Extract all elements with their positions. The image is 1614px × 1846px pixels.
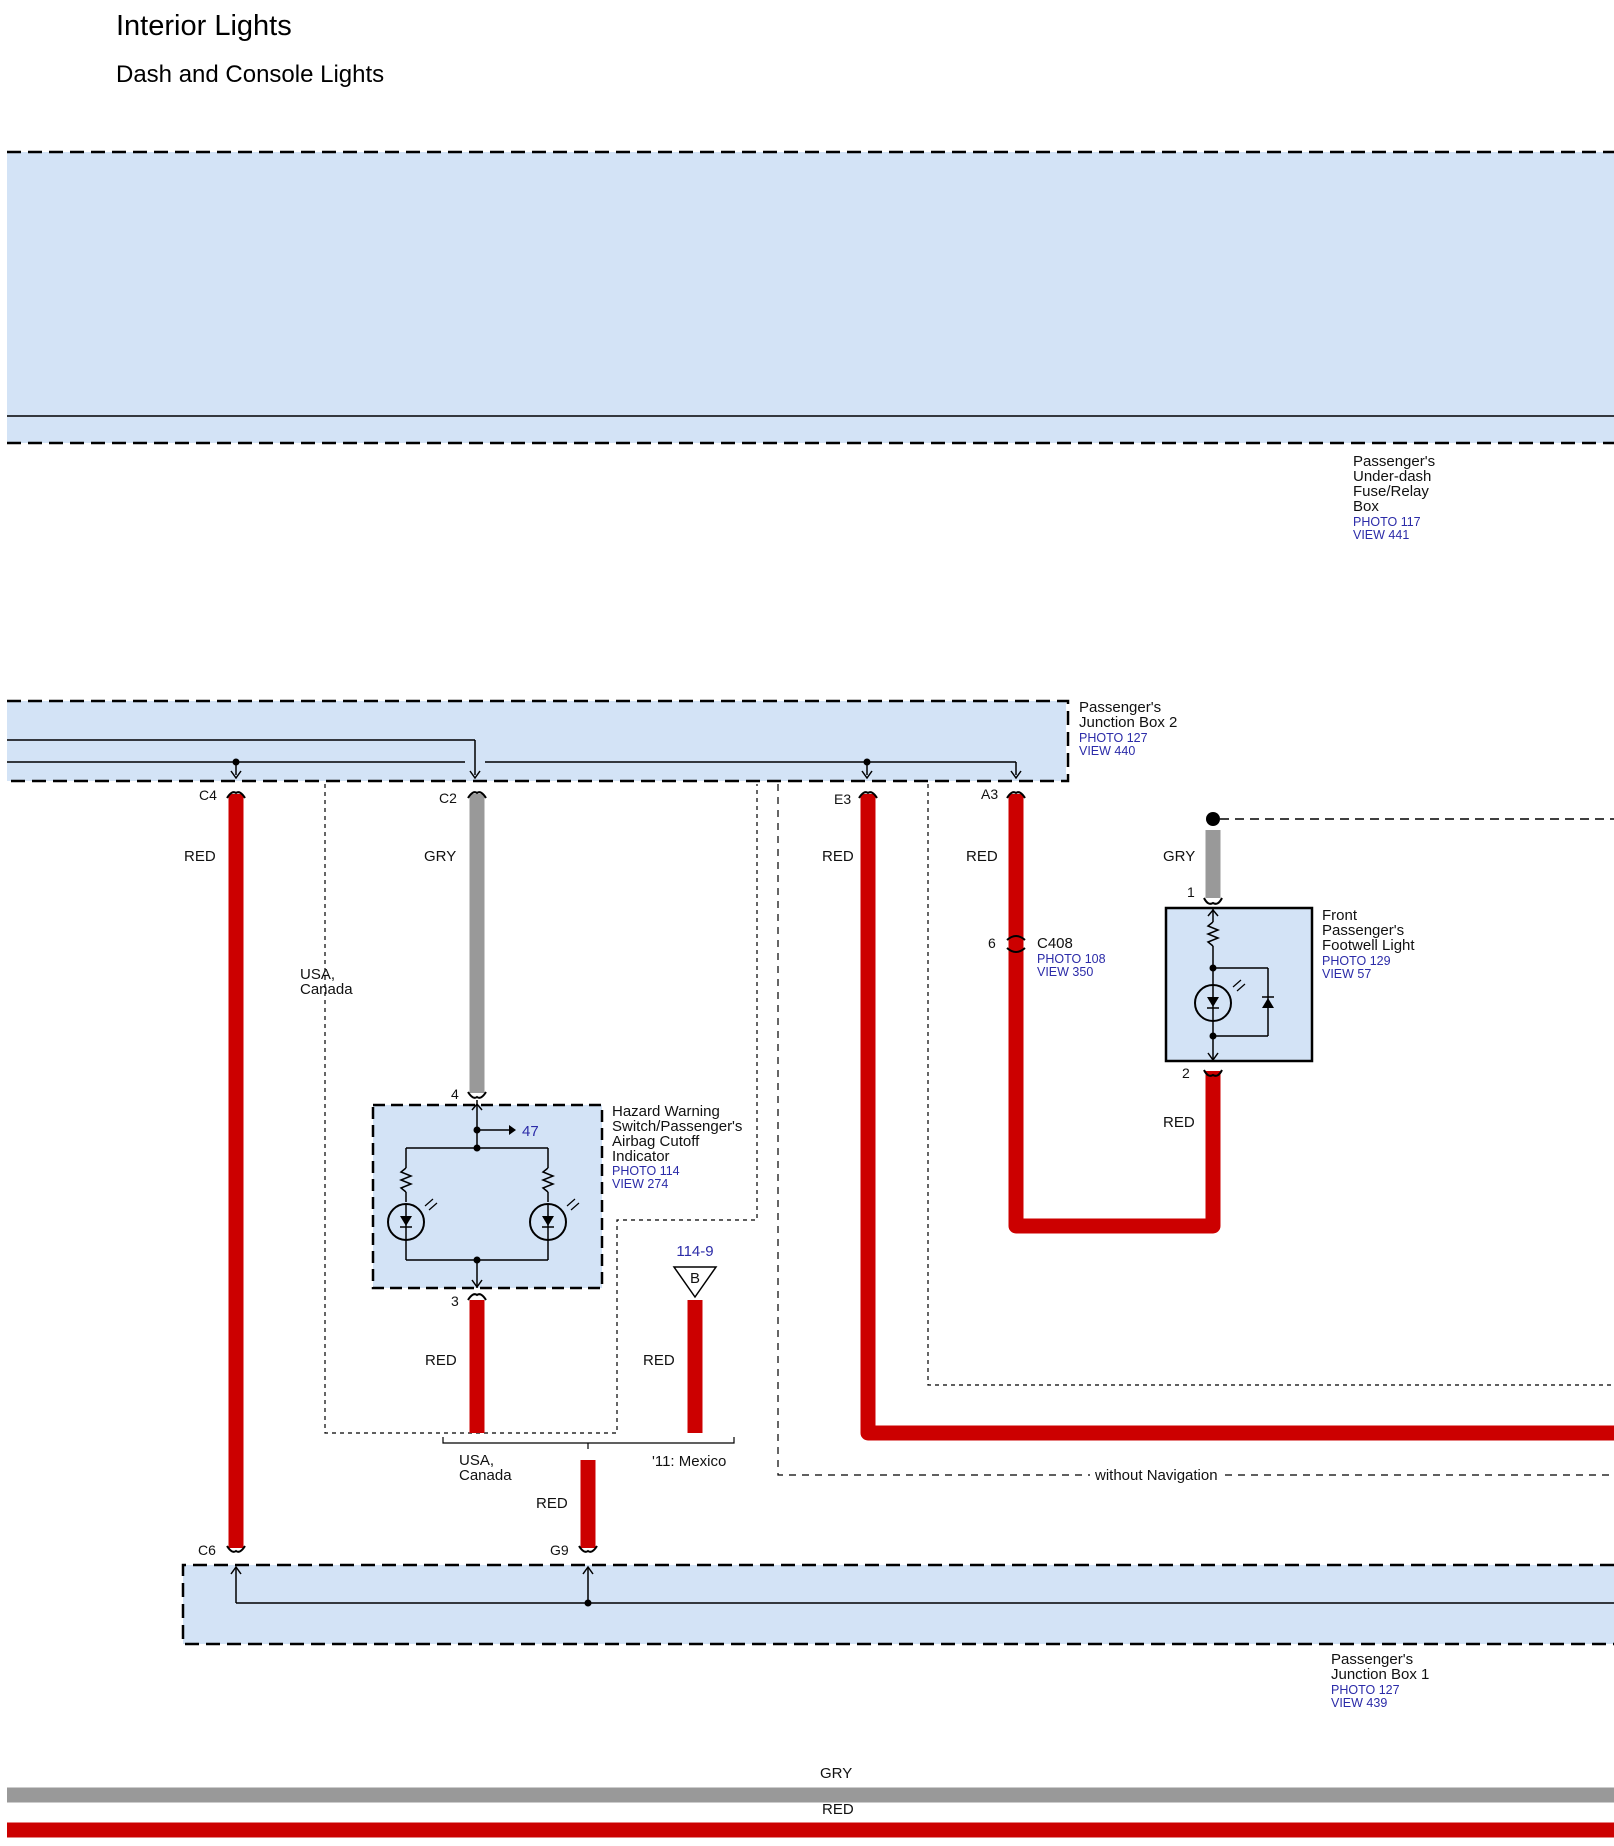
footwell-view-link[interactable]: VIEW 57 <box>1322 967 1371 981</box>
jb1-label: Passenger's Junction Box 1 PHOTO 127 VIE… <box>1331 1651 1429 1710</box>
wire-a3-footwell <box>1008 794 1221 1234</box>
footwell-name-3: Footwell Light <box>1322 937 1415 954</box>
connector-g9: G9 <box>550 1542 569 1558</box>
jb1-name-2: Junction Box 1 <box>1331 1666 1429 1683</box>
connector-c4: C4 <box>199 787 217 803</box>
hazard-photo-link[interactable]: PHOTO 114 <box>612 1164 680 1178</box>
fuse-box-name-3: Fuse/Relay <box>1353 483 1429 500</box>
legend-label-red: RED <box>822 1801 854 1818</box>
inner-dotted-boundary <box>927 784 1614 1386</box>
fuse-box-photo-link[interactable]: PHOTO 117 <box>1353 515 1421 529</box>
ground-b-symbol: B <box>672 1266 718 1299</box>
wire-label-a3: RED <box>966 848 998 865</box>
junction-box-1 <box>181 1563 1614 1646</box>
c408-name: C408 <box>1037 935 1073 952</box>
variant-mexico: '11: Mexico <box>652 1453 726 1470</box>
connector-a3: A3 <box>981 786 998 802</box>
c408-view-link[interactable]: VIEW 350 <box>1037 965 1093 979</box>
variant-usa-canada-1-line1: USA, <box>300 966 335 983</box>
jb2-name-1: Passenger's <box>1079 699 1161 716</box>
jb1-photo-link[interactable]: PHOTO 127 <box>1331 1683 1400 1697</box>
ground-letter: B <box>690 1270 700 1287</box>
jb1-view-link[interactable]: VIEW 439 <box>1331 1696 1387 1710</box>
jb1-name-1: Passenger's <box>1331 1651 1413 1668</box>
hazard-name-3: Airbag Cutoff <box>612 1133 700 1150</box>
jb2-photo-link[interactable]: PHOTO 127 <box>1079 731 1148 745</box>
hazard-pin-3: 3 <box>451 1293 459 1309</box>
footwell-label: Front Passenger's Footwell Light PHOTO 1… <box>1322 907 1415 981</box>
without-nav-boundary <box>777 784 1090 1476</box>
hazard-view-link[interactable]: VIEW 274 <box>612 1177 668 1191</box>
fuse-box-view-link[interactable]: VIEW 441 <box>1353 528 1409 542</box>
c408-label: 6 C408 PHOTO 108 VIEW 350 <box>988 935 1106 979</box>
hazard-name-2: Switch/Passenger's <box>612 1118 742 1135</box>
junction-box-2 <box>7 699 1070 783</box>
fuse-box-label: Passenger's Under-dash Fuse/Relay Box PH… <box>1353 453 1435 542</box>
hazard-pin-4: 4 <box>451 1086 459 1102</box>
wire-label-c4: RED <box>184 848 216 865</box>
legend-label-gray: GRY <box>820 1765 852 1782</box>
page-subtitle: Dash and Console Lights <box>116 61 384 88</box>
wire-label-e3: RED <box>822 848 854 865</box>
variant-usa-canada-1-line2: Canada <box>300 981 353 998</box>
fuse-box-name-1: Passenger's <box>1353 453 1435 470</box>
wire-label-g9: RED <box>536 1495 568 1512</box>
hazard-label: Hazard Warning Switch/Passenger's Airbag… <box>612 1103 742 1191</box>
c408-pin: 6 <box>988 935 996 951</box>
fuse-box-name-2: Under-dash <box>1353 468 1431 485</box>
wire-label-hazard-out: RED <box>425 1352 457 1369</box>
variant-bracket <box>442 1437 735 1449</box>
page-title: Interior Lights <box>116 10 292 42</box>
jb2-view-link[interactable]: VIEW 440 <box>1079 744 1135 758</box>
footwell-light <box>1164 906 1314 1063</box>
hazard-name-1: Hazard Warning <box>612 1103 720 1120</box>
wire-label-footwell-out: RED <box>1163 1114 1195 1131</box>
wire-e3 <box>860 794 1614 1441</box>
variant-usa-canada-2-line1: USA, <box>459 1452 494 1469</box>
connector-c2: C2 <box>439 790 457 806</box>
jb2-label: Passenger's Junction Box 2 PHOTO 127 VIE… <box>1079 699 1177 758</box>
jb2-name-2: Junction Box 2 <box>1079 714 1177 731</box>
hazard-switch <box>371 1100 604 1290</box>
wire-label-footwell-top: GRY <box>1163 848 1195 865</box>
wire-label-c2: GRY <box>424 848 456 865</box>
fuse-relay-box <box>7 150 1614 445</box>
footwell-pin-2: 2 <box>1182 1065 1190 1081</box>
footwell-name-2: Passenger's <box>1322 922 1404 939</box>
fuse-box-name-4: Box <box>1353 498 1379 515</box>
footwell-name-1: Front <box>1322 907 1358 924</box>
wire-label-ground: RED <box>643 1352 675 1369</box>
variant-usa-canada-2-line2: Canada <box>459 1467 512 1484</box>
connector-e3: E3 <box>834 791 851 807</box>
connector-hooks <box>226 791 1223 1553</box>
c408-photo-link[interactable]: PHOTO 108 <box>1037 952 1106 966</box>
ground-ref-link[interactable]: 114-9 <box>676 1243 713 1260</box>
variant-without-navigation: without Navigation <box>1094 1467 1218 1484</box>
footwell-splice-dot <box>1206 812 1220 826</box>
hazard-xref-link[interactable]: 47 <box>522 1123 539 1140</box>
connector-c6: C6 <box>198 1542 216 1558</box>
footwell-photo-link[interactable]: PHOTO 129 <box>1322 954 1391 968</box>
footwell-pin-1: 1 <box>1187 884 1195 900</box>
hazard-name-4: Indicator <box>612 1148 670 1165</box>
